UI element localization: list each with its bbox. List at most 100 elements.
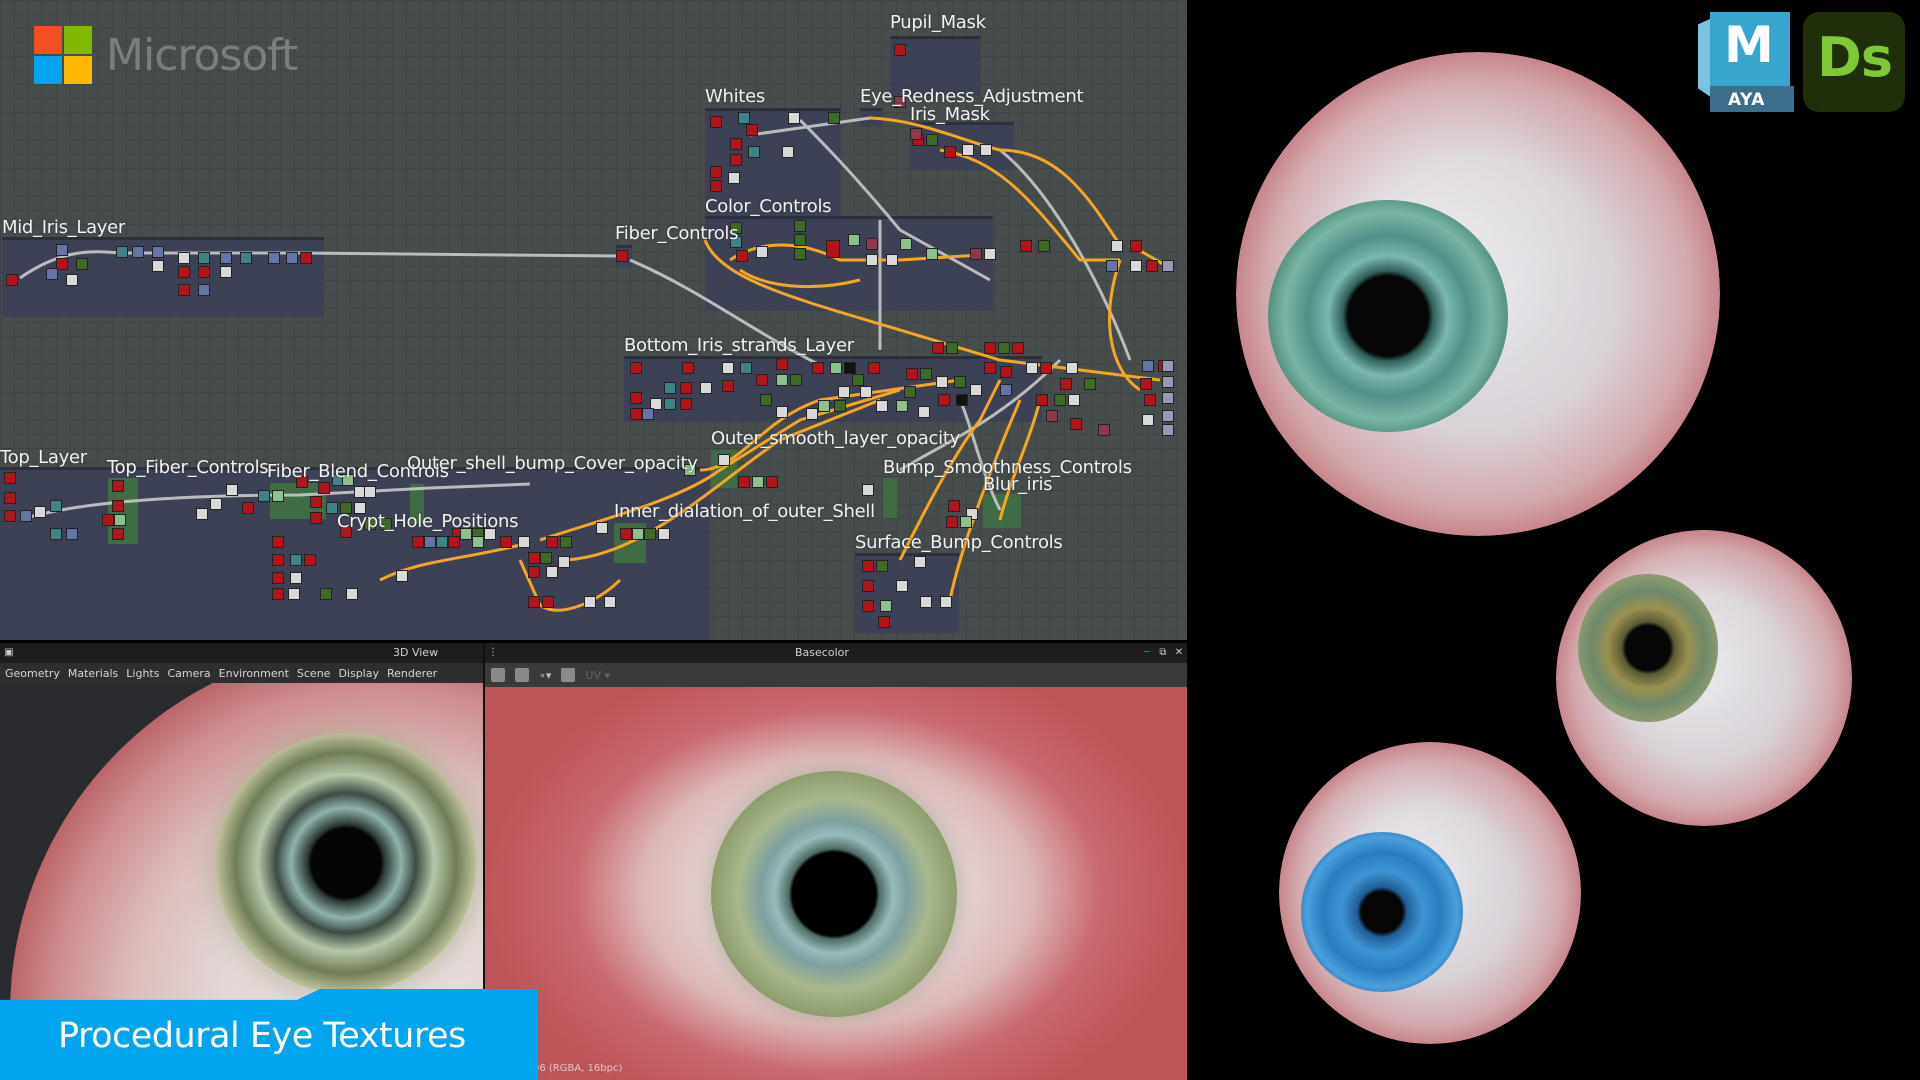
graph-node[interactable] xyxy=(112,500,124,512)
graph-node[interactable] xyxy=(472,536,484,548)
close-icon[interactable]: ✕ xyxy=(1174,647,1184,658)
graph-node[interactable] xyxy=(940,596,952,608)
graph-node[interactable] xyxy=(320,588,332,600)
graph-node[interactable] xyxy=(412,536,424,548)
graph-node[interactable] xyxy=(364,486,376,498)
graph-node[interactable] xyxy=(1026,362,1038,374)
graph-node[interactable] xyxy=(794,220,806,232)
graph-node[interactable] xyxy=(730,222,742,234)
graph-node[interactable] xyxy=(1098,424,1110,436)
graph-node[interactable] xyxy=(296,476,308,488)
graph-node[interactable] xyxy=(272,536,284,548)
graph-node[interactable] xyxy=(528,596,540,608)
graph-node[interactable] xyxy=(178,284,190,296)
graph-node[interactable] xyxy=(6,274,18,286)
graph-node-output[interactable] xyxy=(1162,260,1174,272)
share-dropdown-icon[interactable]: ∘▾ xyxy=(539,668,552,682)
graph-node[interactable] xyxy=(914,556,926,568)
graph-node[interactable] xyxy=(790,374,802,386)
menu-lights[interactable]: Lights xyxy=(126,666,160,680)
graph-node[interactable] xyxy=(380,518,392,530)
graph-node[interactable] xyxy=(862,580,874,592)
uv-dropdown[interactable]: UV ▾ xyxy=(585,668,611,682)
graph-node[interactable] xyxy=(518,536,530,548)
graph-node[interactable] xyxy=(220,266,232,278)
graph-node[interactable] xyxy=(630,408,642,420)
graph-node[interactable] xyxy=(288,588,300,600)
graph-node[interactable] xyxy=(880,600,892,612)
graph-node[interactable] xyxy=(1040,362,1052,374)
graph-node[interactable] xyxy=(826,240,840,258)
graph-node[interactable] xyxy=(738,112,750,124)
graph-node[interactable] xyxy=(630,392,642,404)
graph-node[interactable] xyxy=(56,258,68,270)
graph-node[interactable] xyxy=(528,552,540,564)
graph-node[interactable] xyxy=(900,238,912,250)
graph-node[interactable] xyxy=(396,570,408,582)
graph-node[interactable] xyxy=(116,246,128,258)
graph-node[interactable] xyxy=(76,258,88,270)
save-image-icon[interactable] xyxy=(515,668,529,682)
graph-node[interactable] xyxy=(752,476,764,488)
graph-node[interactable] xyxy=(906,368,918,380)
menu-environment[interactable]: Environment xyxy=(218,666,289,680)
graph-node[interactable] xyxy=(984,342,996,354)
graph-node[interactable] xyxy=(152,246,164,258)
graph-node[interactable] xyxy=(886,254,898,266)
graph-node[interactable] xyxy=(862,484,874,496)
float-window-icon[interactable]: ⧉ xyxy=(1159,647,1167,658)
graph-node[interactable] xyxy=(946,516,958,528)
pin-icon[interactable]: ─ xyxy=(1143,647,1151,658)
graph-node[interactable] xyxy=(710,166,722,178)
graph-node[interactable] xyxy=(776,358,788,370)
graph-node[interactable] xyxy=(868,362,880,374)
graph-node[interactable] xyxy=(756,374,768,386)
graph-node[interactable] xyxy=(620,528,632,540)
graph-node[interactable] xyxy=(542,596,554,608)
graph-node[interactable] xyxy=(290,554,302,566)
graph-node[interactable] xyxy=(1130,260,1142,272)
graph-node[interactable] xyxy=(700,382,712,394)
graph-node[interactable] xyxy=(970,384,982,396)
graph-node[interactable] xyxy=(364,518,376,530)
graph-node[interactable] xyxy=(346,588,358,600)
graph-node[interactable] xyxy=(220,252,232,264)
graph-node[interactable] xyxy=(196,508,208,520)
graph-node[interactable] xyxy=(936,376,948,388)
panel-grip-icon[interactable]: ⋮ xyxy=(488,647,498,658)
graph-node[interactable] xyxy=(1066,362,1078,374)
graph-node[interactable] xyxy=(1144,394,1156,406)
graph-node[interactable] xyxy=(310,496,322,508)
graph-node[interactable] xyxy=(1012,342,1024,354)
graph-node[interactable] xyxy=(920,368,932,380)
graph-node[interactable] xyxy=(34,506,46,518)
graph-node[interactable] xyxy=(198,284,210,296)
graph-node[interactable] xyxy=(546,566,558,578)
frame-color-controls[interactable] xyxy=(705,216,993,311)
graph-node[interactable] xyxy=(680,398,692,410)
menu-display[interactable]: Display xyxy=(338,666,379,680)
graph-node[interactable] xyxy=(680,382,692,394)
graph-node[interactable] xyxy=(932,342,944,354)
graph-node[interactable] xyxy=(956,394,968,406)
graph-node[interactable] xyxy=(730,236,742,248)
menu-scene[interactable]: Scene xyxy=(296,666,331,680)
graph-node[interactable] xyxy=(962,144,974,156)
graph-node[interactable] xyxy=(644,528,656,540)
graph-node[interactable] xyxy=(844,362,856,374)
graph-node[interactable] xyxy=(896,400,908,412)
graph-node[interactable] xyxy=(980,144,992,156)
graph-node[interactable] xyxy=(658,528,670,540)
graph-node-output[interactable] xyxy=(1162,360,1174,372)
graph-node[interactable] xyxy=(1111,240,1123,252)
cube-icon[interactable]: ▣ xyxy=(4,647,14,658)
graph-node[interactable] xyxy=(782,146,794,158)
graph-node[interactable] xyxy=(894,96,906,108)
graph-node[interactable] xyxy=(1142,360,1154,372)
graph-node[interactable] xyxy=(1054,394,1066,406)
graph-node[interactable] xyxy=(4,492,16,504)
graph-node[interactable] xyxy=(1000,366,1012,378)
graph-node[interactable] xyxy=(460,528,472,540)
graph-node[interactable] xyxy=(828,112,840,124)
graph-node[interactable] xyxy=(896,580,908,592)
